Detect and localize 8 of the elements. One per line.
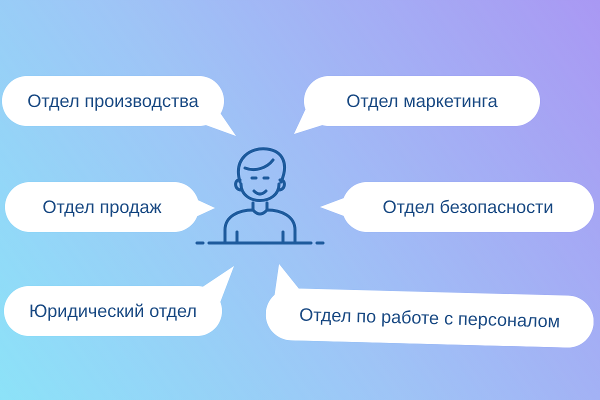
department-name: Отдел продаж xyxy=(42,196,162,218)
department-name: Отдел по работе с персоналом xyxy=(299,304,560,332)
speech-bubble xyxy=(320,182,594,232)
department-name: Отдел маркетинга xyxy=(346,90,498,112)
department-name: Отдел безопасности xyxy=(382,196,554,218)
department-name: Юридический отдел xyxy=(29,300,197,322)
department-name: Отдел производства xyxy=(27,90,199,112)
speech-bubble xyxy=(5,182,215,232)
